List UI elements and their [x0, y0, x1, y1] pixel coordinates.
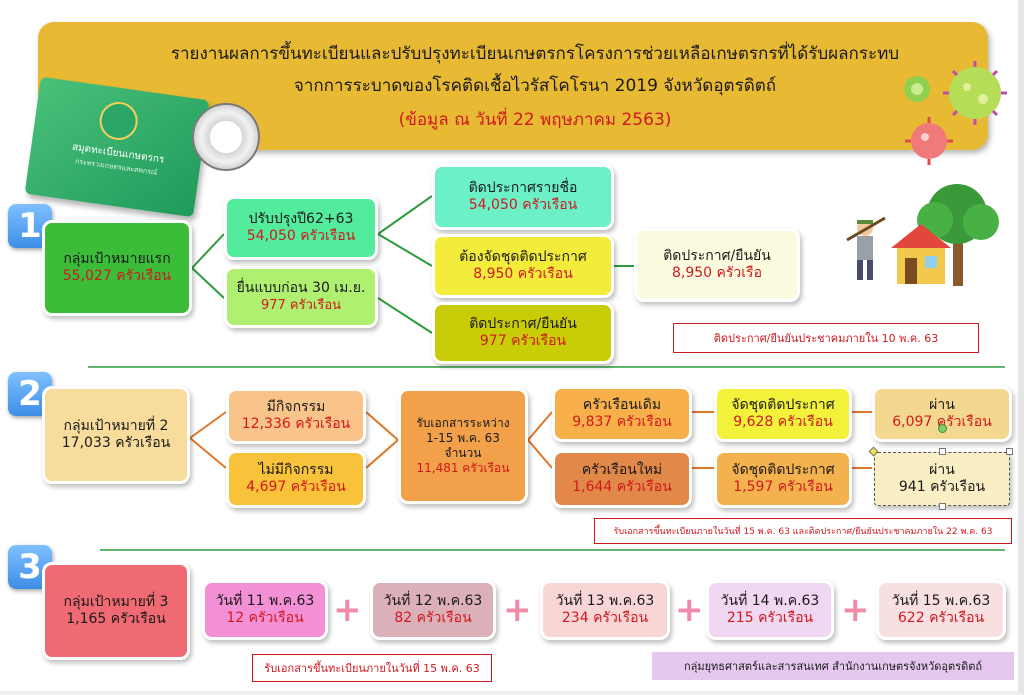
section-2-pass-new-label: ผ่าน — [929, 461, 955, 478]
section-3-group-label: กลุ่มเป้าหมายที่ 3 — [63, 593, 169, 610]
section-1-posted-value: 54,050 ครัวเรือน — [468, 197, 578, 213]
section-2-received-line3: จำนวน — [444, 446, 482, 460]
farm-scene-decoration — [846, 184, 999, 286]
ministry-seal-logo — [192, 103, 260, 171]
section-2-post-old-label: จัดชุดติดประกาศ — [731, 396, 835, 413]
section-2-group-value: 17,033 ครัวเรือน — [61, 435, 171, 451]
section-1-confirm-b-value: 977 ครัวเรือน — [479, 333, 567, 349]
section-3-day-value: 82 ครัวเรือน — [394, 610, 472, 626]
plus-sign: + — [841, 590, 870, 630]
section-2-old-hh-value: 9,837 ครัวเรือน — [572, 414, 672, 430]
section-2-post-new-value: 1,597 ครัวเรือน — [733, 479, 833, 495]
virus-red-icon — [905, 117, 953, 165]
section-2-pass-old-label: ผ่าน — [929, 396, 955, 413]
section-1-early-label: ยื่นแบบก่อน 30 เม.ย. — [236, 280, 366, 297]
virus-small-green-icon — [904, 76, 930, 102]
header-title-line1: รายงานผลการขึ้นทะเบียนและปรับปรุงทะเบียน… — [170, 44, 900, 64]
section-3-day-12-box: วันที่ 12 พ.ค.63 82 ครัวเรือน — [370, 580, 496, 640]
section-3-group-box: กลุ่มเป้าหมายที่ 3 1,165 ครัวเรือน — [42, 562, 190, 660]
section-2-post-new-label: จัดชุดติดประกาศ — [731, 461, 835, 478]
section-3-day-14-box: วันที่ 14 พ.ค.63 215 ครัวเรือน — [706, 580, 834, 640]
section-2-received-box: รับเอกสารระหว่าง 1-15 พ.ค. 63 จำนวน 11,4… — [398, 388, 528, 504]
section-3-day-value: 215 ครัวเรือน — [726, 610, 814, 626]
section-3-day-label: วันที่ 15 พ.ค.63 — [891, 592, 991, 609]
section-2-new-hh-box: ครัวเรือนใหม่ 1,644 ครัวเรือน — [552, 450, 692, 508]
plus-sign: + — [503, 590, 532, 630]
section-1-confirm-a-value: 8,950 ครัวเรือ — [672, 265, 762, 281]
section-1-need-post-box: ต้องจัดชุดติดประกาศ 8,950 ครัวเรือน — [432, 234, 614, 298]
section-2-active-box: มีกิจกรรม 12,336 ครัวเรือน — [226, 388, 366, 444]
section-2-active-label: มีกิจกรรม — [266, 398, 326, 415]
section-2-received-line2: 1-15 พ.ค. 63 — [426, 431, 500, 445]
section-1-need-post-label: ต้องจัดชุดติดประกาศ — [459, 248, 587, 265]
section-3-day-value: 12 ครัวเรือน — [226, 610, 304, 626]
section-1-early-box: ยื่นแบบก่อน 30 เม.ย. 977 ครัวเรือน — [224, 266, 378, 328]
selection-handle-top-right[interactable] — [1006, 448, 1013, 455]
header-title-line2: จากการระบาดของโรคติดเชื้อไวรัสโคโรนา 201… — [293, 76, 777, 96]
rotate-handle[interactable] — [938, 424, 947, 433]
section-1-need-post-value: 8,950 ครัวเรือน — [473, 266, 573, 282]
section-1-update-value: 54,050 ครัวเรือน — [246, 228, 356, 244]
section-2-post-old-value: 9,628 ครัวเรือน — [733, 414, 833, 430]
section-3-day-label: วันที่ 13 พ.ค.63 — [555, 592, 655, 609]
header-date: (ข้อมูล ณ วันที่ 22 พฤษภาคม 2563) — [398, 110, 672, 130]
section-1-posted-box: ติดประกาศรายชื่อ 54,050 ครัวเรือน — [432, 164, 614, 230]
selection-handle-top[interactable] — [939, 448, 946, 455]
section-2-inactive-box: ไม่มีกิจกรรม 4,697 ครัวเรือน — [226, 450, 366, 508]
section-3-day-11-box: วันที่ 11 พ.ค.63 12 ครัวเรือน — [202, 580, 328, 640]
section-3-day-15-box: วันที่ 15 พ.ค.63 622 ครัวเรือน — [876, 580, 1006, 640]
section-2-post-new-box: จัดชุดติดประกาศ 1,597 ครัวเรือน — [714, 450, 852, 508]
section-2-pass-new-value: 941 ครัวเรือน — [898, 479, 986, 495]
section-1-group-value: 55,027 ครัวเรือน — [62, 268, 172, 284]
section-1-confirm-b-label: ติดประกาศ/ยืนยัน — [469, 315, 577, 332]
section-3-day-label: วันที่ 12 พ.ค.63 — [383, 592, 483, 609]
section-1-group-label: กลุ่มเป้าหมายแรก — [63, 250, 171, 267]
section-1-group-box: กลุ่มเป้าหมายแรก 55,027 ครัวเรือน — [42, 220, 192, 316]
section-1-note: ติดประกาศ/ยืนยันประชาคมภายใน 10 พ.ค. 63 — [673, 323, 979, 353]
selection-handle-bottom[interactable] — [939, 503, 946, 510]
section-2-inactive-label: ไม่มีกิจกรรม — [258, 461, 334, 478]
section-2-old-hh-label: ครัวเรือนเดิม — [582, 396, 662, 413]
house-icon — [891, 224, 951, 284]
section-2-post-old-box: จัดชุดติดประกาศ 9,628 ครัวเรือน — [714, 386, 852, 442]
section-2-pass-new-box[interactable]: ผ่าน 941 ครัวเรือน — [874, 452, 1010, 506]
section-3-day-label: วันที่ 14 พ.ค.63 — [720, 592, 820, 609]
section-2-received-line1: รับเอกสารระหว่าง — [416, 416, 510, 430]
section-2-active-value: 12,336 ครัวเรือน — [241, 416, 351, 432]
section-2-pass-old-box: ผ่าน 6,097 ครัวเรือน — [872, 386, 1012, 442]
section-2-new-hh-label: ครัวเรือนใหม่ — [581, 461, 663, 478]
plus-sign: + — [333, 590, 362, 630]
virus-green-icon — [943, 61, 1007, 125]
section-2-inactive-value: 4,697 ครัวเรือน — [246, 479, 346, 495]
section-2-pass-old-value: 6,097 ครัวเรือน — [892, 414, 992, 430]
section-3-group-value: 1,165 ครัวเรือน — [66, 611, 166, 627]
section-2-old-hh-box: ครัวเรือนเดิม 9,837 ครัวเรือน — [552, 386, 692, 442]
section-2-group-box: กลุ่มเป้าหมายที่ 2 17,033 ครัวเรือน — [42, 386, 190, 484]
section-2-new-hh-value: 1,644 ครัวเรือน — [572, 479, 672, 495]
section-1-update-box: ปรับปรุงปี62+63 54,050 ครัวเรือน — [224, 196, 378, 260]
section-3-day-13-box: วันที่ 13 พ.ค.63 234 ครัวเรือน — [540, 580, 670, 640]
section-1-posted-label: ติดประกาศรายชื่อ — [468, 179, 578, 196]
plus-sign: + — [675, 590, 704, 630]
section-3-day-value: 234 ครัวเรือน — [561, 610, 649, 626]
section-1-confirm-a-box: ติดประกาศ/ยืนยัน 8,950 ครัวเรือ — [634, 228, 800, 302]
section-2-group-label: กลุ่มเป้าหมายที่ 2 — [63, 417, 169, 434]
section-1-confirm-b-box: ติดประกาศ/ยืนยัน 977 ครัวเรือน — [432, 302, 614, 364]
tree-icon — [917, 184, 999, 286]
section-1-confirm-a-label: ติดประกาศ/ยืนยัน — [663, 247, 771, 264]
section-2-received-value: 11,481 ครัวเรือน — [416, 461, 510, 475]
footer-credit: กลุ่มยุทธศาสตร์และสารสนเทศ สำนักงานเกษตร… — [652, 652, 1014, 680]
section-1-update-label: ปรับปรุงปี62+63 — [248, 210, 354, 227]
section-1-early-value: 977 ครัวเรือน — [260, 297, 342, 313]
virus-decoration-group — [904, 61, 1007, 165]
farmer-icon — [846, 216, 886, 280]
section-3-note: รับเอกสารขึ้นทะเบียนภายในวันที่ 15 พ.ค. … — [252, 654, 492, 682]
section-2-note: รับเอกสารขึ้นทะเบียนภายในวันที่ 15 พ.ค. … — [594, 518, 1012, 544]
section-3-day-value: 622 ครัวเรือน — [897, 610, 985, 626]
section-3-day-label: วันที่ 11 พ.ค.63 — [215, 592, 315, 609]
